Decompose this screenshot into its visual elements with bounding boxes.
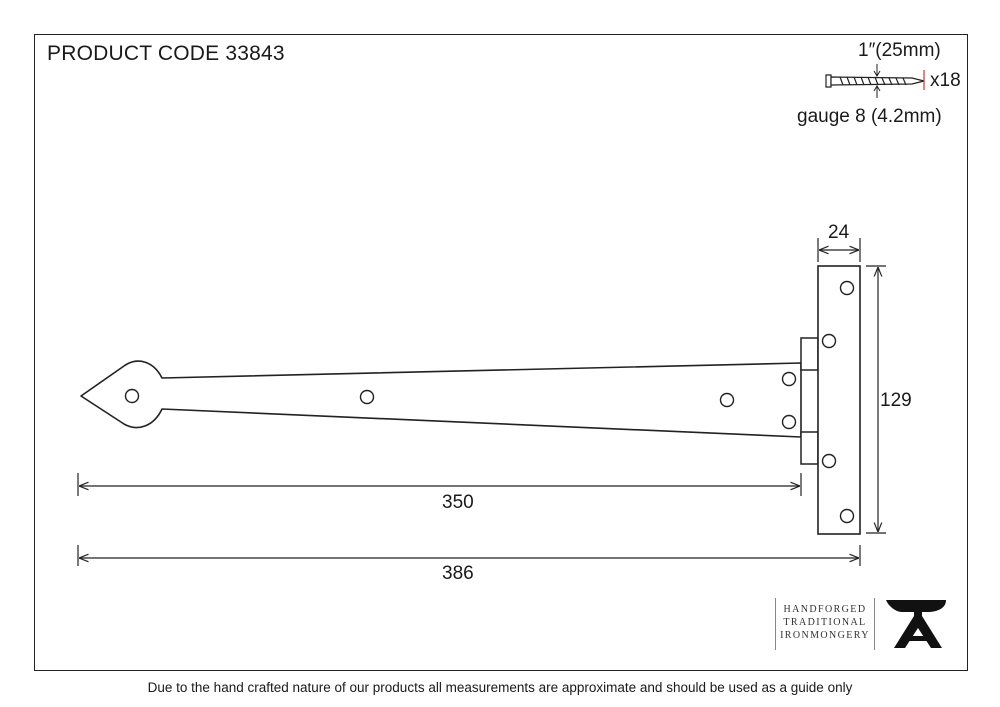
- screw-hole: [124, 388, 140, 404]
- hinge-knuckle: [800, 337, 819, 371]
- screw-hole: [821, 453, 837, 469]
- screw-icon: [825, 64, 925, 98]
- screw-hole: [821, 333, 837, 349]
- screw-quantity-label: x18: [930, 70, 961, 91]
- plate-height-label: 129: [880, 390, 912, 411]
- brand-line: TRADITIONAL: [783, 617, 867, 628]
- strap-length-label: 350: [442, 492, 474, 513]
- brand-text: HANDFORGED TRADITIONAL IRONMONGERY: [775, 598, 875, 650]
- hinge-plate: [817, 265, 861, 535]
- screw-hole: [839, 508, 855, 524]
- screw-hole: [839, 280, 855, 296]
- screw-hole: [781, 414, 797, 430]
- drawing-frame: [34, 34, 968, 671]
- brand-line: IRONMONGERY: [780, 630, 870, 641]
- anvil-logo: [886, 600, 946, 648]
- screw-hole: [781, 371, 797, 387]
- brand-line: HANDFORGED: [783, 604, 867, 615]
- hinge-knuckle: [800, 431, 819, 465]
- product-code: PRODUCT CODE 33843: [47, 42, 285, 65]
- screw-length-label: 1″(25mm): [858, 40, 941, 61]
- overall-length-label: 386: [442, 563, 474, 584]
- screw-gauge-label: gauge 8 (4.2mm): [797, 106, 942, 127]
- hinge-strap: [80, 360, 802, 438]
- screw-hole: [359, 389, 375, 405]
- screw-hole: [719, 392, 735, 408]
- disclaimer-footer: Due to the hand crafted nature of our pr…: [147, 680, 853, 695]
- plate-width-label: 24: [828, 222, 850, 243]
